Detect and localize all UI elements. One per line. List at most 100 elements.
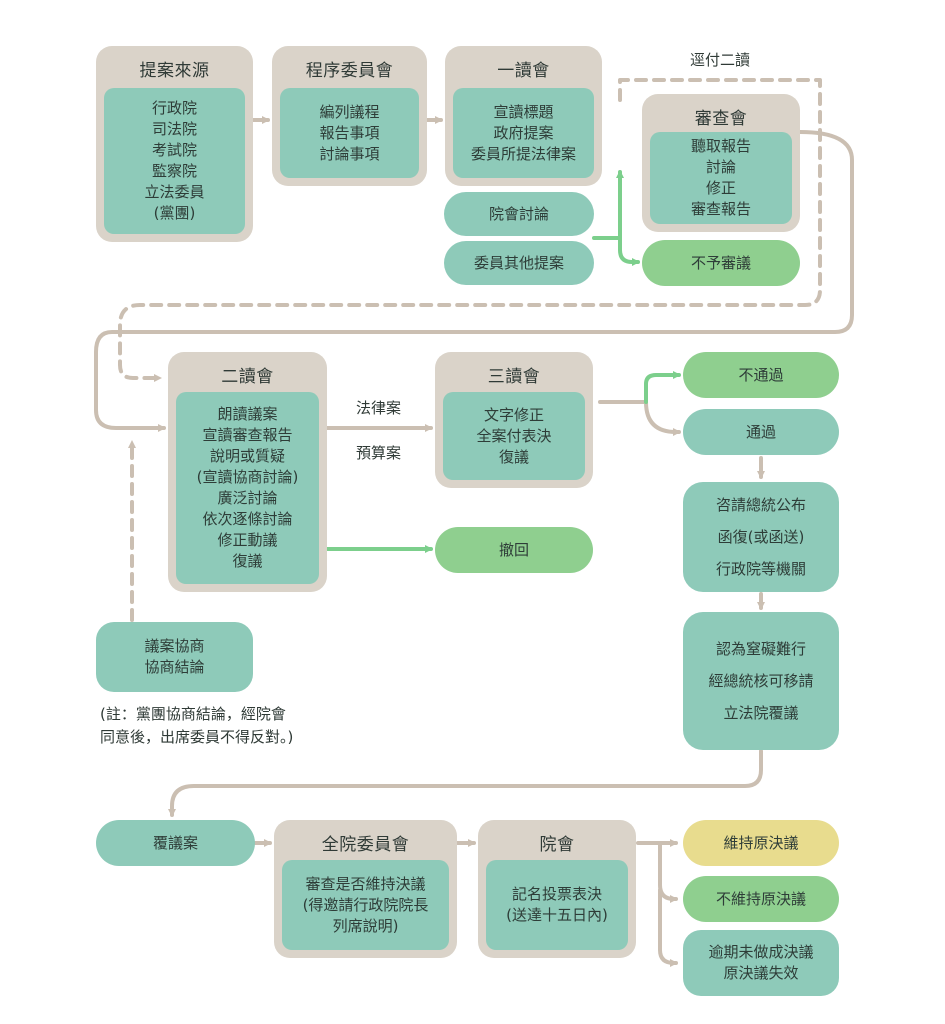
proposal-source-item: 立法委員 (144, 183, 205, 201)
second-reading-item: 復議 (232, 552, 263, 570)
plenary-item: (送達十五日內) (506, 906, 608, 924)
promulgation-item: 咨請總統公布 (715, 496, 806, 514)
committee-whole-item: (得邀請行政院院長 (302, 895, 429, 914)
proposal-source-item: 監察院 (151, 162, 197, 180)
edge-review-to-second (94, 130, 854, 432)
edge-discussion-to-review-branch (592, 170, 624, 240)
second-reading-item: 依次逐條討論 (202, 510, 293, 528)
promulgation-box: 咨請總統公布 函復(或函送) 行政院等機關 (683, 482, 839, 592)
edge-direct-second-dashed (118, 78, 822, 382)
second-reading-item: 廣泛討論 (217, 489, 278, 507)
review-meeting-title: 審查會 (694, 109, 748, 129)
second-reading-box: 二讀會 朗讀議案 宣讀審查報告 說明或質疑 (宣讀協商討論) 廣泛討論 依次逐條… (168, 352, 327, 592)
first-reading-item: 政府提案 (493, 123, 554, 142)
proposal-source-item: 考試院 (151, 141, 197, 159)
proposal-source-item: 司法院 (151, 120, 197, 138)
note-line: 同意後，出席委員不得反對。) (100, 728, 294, 746)
second-reading-item: 修正動議 (217, 531, 278, 549)
not-passed-label: 不通過 (738, 365, 784, 384)
procedure-committee-item: 討論事項 (319, 144, 380, 163)
no-review-pill: 不予審議 (642, 240, 800, 286)
negotiation-item: 議案協商 (144, 637, 205, 655)
review-meeting-item: 審查報告 (690, 200, 751, 218)
third-reading-item: 復議 (498, 447, 529, 466)
proposal-source-title: 提案來源 (139, 61, 210, 81)
no-review-label: 不予審議 (690, 253, 751, 272)
procedure-committee-title: 程序委員會 (305, 61, 394, 81)
proposal-source-box: 提案來源 行政院 司法院 考試院 監察院 立法委員 (黨團) (96, 46, 253, 242)
third-reading-title: 三讀會 (487, 367, 541, 387)
review-meeting-item: 聽取報告 (690, 137, 751, 155)
overdue-box: 逾期未做成決議 原決議失效 (683, 930, 839, 996)
plenary-box: 院會 記名投票表決 (送達十五日內) (478, 820, 636, 958)
review-meeting-item: 修正 (705, 179, 736, 197)
committee-whole-item: 列席說明) (332, 916, 399, 935)
edge-third-to-passed (598, 400, 681, 436)
other-proposals-pill: 委員其他提案 (444, 241, 594, 285)
first-reading-items: 宣讀標題 政府提案 委員所提法律案 (453, 88, 594, 178)
review-meeting-items: 聽取報告 討論 修正 審查報告 (650, 132, 792, 224)
plenary-discussion-label: 院會討論 (488, 204, 549, 223)
edge-reconsider-to-case (168, 749, 763, 817)
reconsideration-case-pill: 覆議案 (96, 820, 255, 866)
committee-whole-title: 全院委員會 (321, 835, 410, 855)
reconsider-request-item: 經總統核可移請 (708, 672, 814, 690)
second-reading-items: 朗讀議案 宣讀審查報告 說明或質疑 (宣讀協商討論) 廣泛討論 依次逐條討論 修… (176, 392, 319, 584)
negotiation-note: (註：黨團協商結論，經院會 同意後，出席委員不得反對。) (100, 703, 293, 749)
maintain-label: 維持原決議 (723, 833, 799, 852)
budget-bill-label: 預算案 (356, 444, 402, 462)
first-reading-item: 委員所提法律案 (470, 144, 576, 163)
edge-plenary-to-overdue (658, 888, 678, 967)
review-meeting-item: 討論 (705, 158, 736, 176)
direct-second-reading-label: 逕付二讀 (690, 51, 751, 69)
proposal-source-item: (黨團) (153, 204, 196, 222)
second-reading-item: (宣讀協商討論) (196, 468, 299, 486)
procedure-committee-items: 編列議程 報告事項 討論事項 (280, 88, 419, 178)
proposal-source-items: 行政院 司法院 考試院 監察院 立法委員 (黨團) (104, 88, 245, 234)
third-reading-item: 文字修正 (483, 405, 544, 424)
not-passed-pill: 不通過 (683, 352, 839, 398)
first-reading-item: 宣讀標題 (493, 102, 554, 121)
withdraw-label: 撤回 (498, 540, 529, 559)
plenary-discussion-pill: 院會討論 (444, 192, 594, 236)
third-reading-items: 文字修正 全案付表決 復議 (443, 392, 585, 480)
overdue-item: 逾期未做成決議 (708, 943, 814, 961)
committee-whole-box: 全院委員會 審查是否維持決議 (得邀請行政院院長 列席說明) (274, 820, 457, 958)
plenary-title: 院會 (539, 835, 575, 855)
not-maintain-pill: 不維持原決議 (683, 876, 839, 922)
first-reading-title: 一讀會 (497, 61, 550, 81)
edge-discussion-to-no-review (618, 236, 640, 266)
reconsider-request-item: 立法院覆議 (723, 704, 799, 722)
third-reading-box: 三讀會 文字修正 全案付表決 復議 (435, 352, 593, 488)
overdue-item: 原決議失效 (723, 964, 799, 982)
second-reading-item: 朗讀議案 (217, 405, 278, 423)
second-reading-title: 二讀會 (221, 367, 274, 387)
procedure-committee-box: 程序委員會 編列議程 報告事項 討論事項 (272, 46, 427, 186)
reconsider-request-item: 認為窒礙難行 (715, 640, 806, 658)
note-line: (註：黨團協商結論，經院會 (100, 705, 286, 723)
law-bill-label: 法律案 (356, 399, 402, 417)
not-maintain-label: 不維持原決議 (715, 889, 806, 908)
second-reading-item: 說明或質疑 (209, 447, 285, 465)
proposal-source-item: 行政院 (151, 99, 197, 117)
promulgation-item: 行政院等機關 (715, 560, 806, 578)
third-reading-item: 全案付表決 (476, 426, 552, 445)
maintain-pill: 維持原決議 (683, 820, 839, 866)
passed-label: 通過 (745, 422, 776, 441)
passed-pill: 通過 (683, 409, 839, 455)
promulgation-item: 函復(或函送) (717, 528, 805, 546)
edge-third-to-not-passed (644, 371, 681, 404)
second-reading-item: 宣讀審查報告 (202, 426, 293, 444)
procedure-committee-item: 報告事項 (319, 123, 380, 142)
withdraw-pill: 撤回 (435, 527, 593, 573)
other-proposals-label: 委員其他提案 (473, 253, 564, 272)
plenary-items: 記名投票表決 (送達十五日內) (486, 860, 628, 950)
first-reading-box: 一讀會 宣讀標題 政府提案 委員所提法律案 (445, 46, 602, 186)
committee-whole-item: 審查是否維持決議 (305, 874, 426, 893)
plenary-item: 記名投票表決 (511, 885, 602, 903)
reconsideration-case-label: 覆議案 (152, 833, 198, 852)
review-meeting-box: 審查會 聽取報告 討論 修正 審查報告 (642, 94, 800, 232)
negotiation-item: 協商結論 (144, 658, 205, 676)
